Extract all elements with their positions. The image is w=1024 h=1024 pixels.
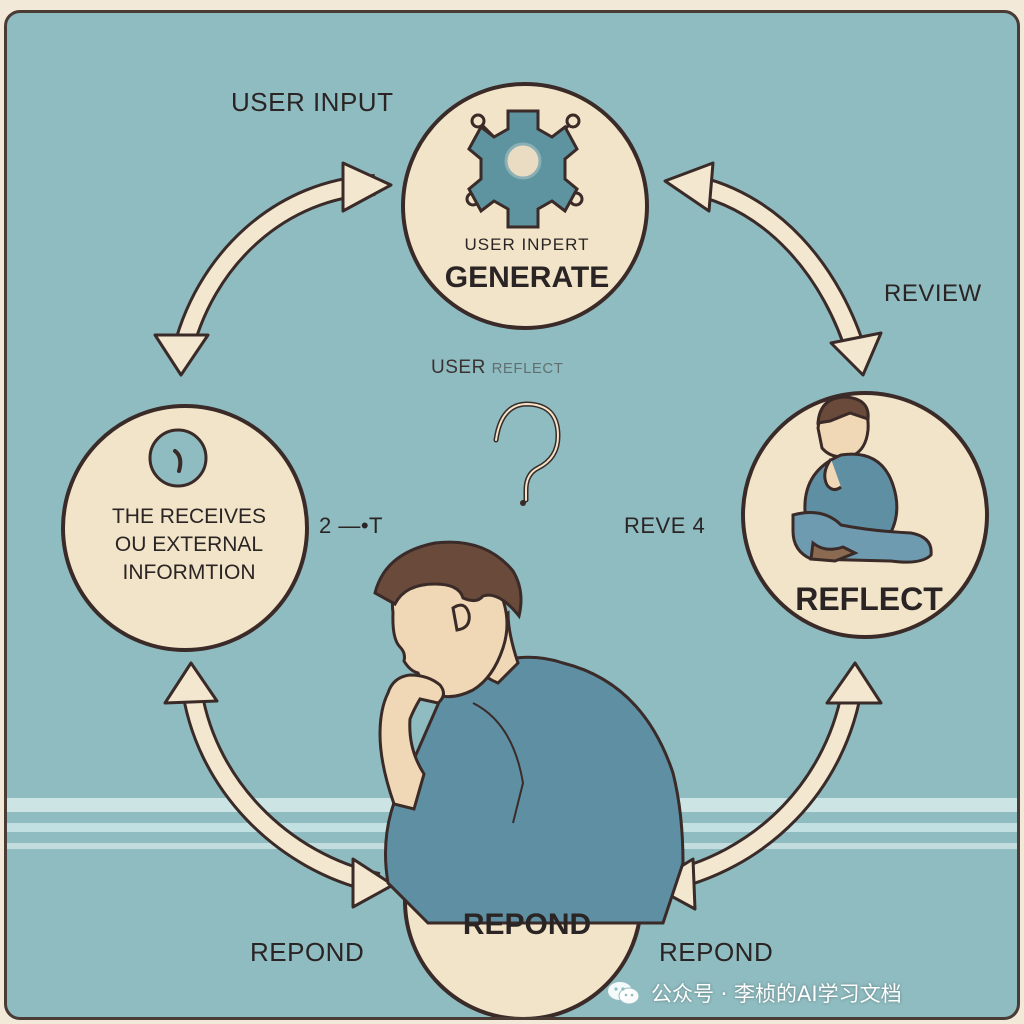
label-repond-right: REPOND bbox=[659, 937, 774, 967]
node-receive-line2: OU EXTERNAL bbox=[114, 533, 264, 556]
label-center-caption: USER REFLECT bbox=[431, 357, 563, 379]
node-generate-title: GENERATE bbox=[444, 261, 610, 294]
node-receive-circle bbox=[61, 404, 309, 652]
label-center-caption-faded: REFLECT bbox=[491, 360, 564, 377]
node-generate-subtitle: USER INPERT bbox=[464, 235, 590, 254]
arrow-bottom-left bbox=[180, 681, 381, 894]
label-mid-right-marker: REVE 4 bbox=[624, 513, 706, 538]
thinking-person-icon bbox=[791, 395, 933, 564]
info-drop-icon bbox=[148, 428, 208, 488]
node-receive-line3: INFORMTION bbox=[122, 561, 256, 584]
label-mid-left-marker: 2 —•T bbox=[319, 513, 383, 538]
node-respond-title: REPOND bbox=[462, 908, 592, 941]
label-review: REVIEW bbox=[884, 280, 982, 307]
gear-icon bbox=[465, 109, 584, 229]
diagram-panel: USER INPUT REVIEW USER REFLECT 2 —•T REV… bbox=[4, 10, 1020, 1020]
label-repond-left: REPOND bbox=[250, 937, 365, 967]
cycle-diagram bbox=[7, 82, 1017, 1017]
node-reflect-title: REFLECT bbox=[795, 581, 943, 617]
watermark-text: 公众号 · 李桢的AI学习文档 bbox=[651, 982, 902, 1006]
thinking-person-figure bbox=[373, 540, 685, 925]
arrow-bottom-right bbox=[655, 681, 864, 894]
question-icon bbox=[493, 401, 561, 506]
cycle-arrows bbox=[153, 161, 883, 911]
label-user-input: USER INPUT bbox=[231, 87, 394, 117]
watermark: 公众号 · 李桢的AI学习文档 bbox=[607, 978, 902, 1008]
wechat-icon bbox=[607, 980, 641, 1006]
node-receive-line1: THE RECEIVES bbox=[111, 505, 267, 528]
label-center-caption-main: USER bbox=[431, 357, 486, 378]
